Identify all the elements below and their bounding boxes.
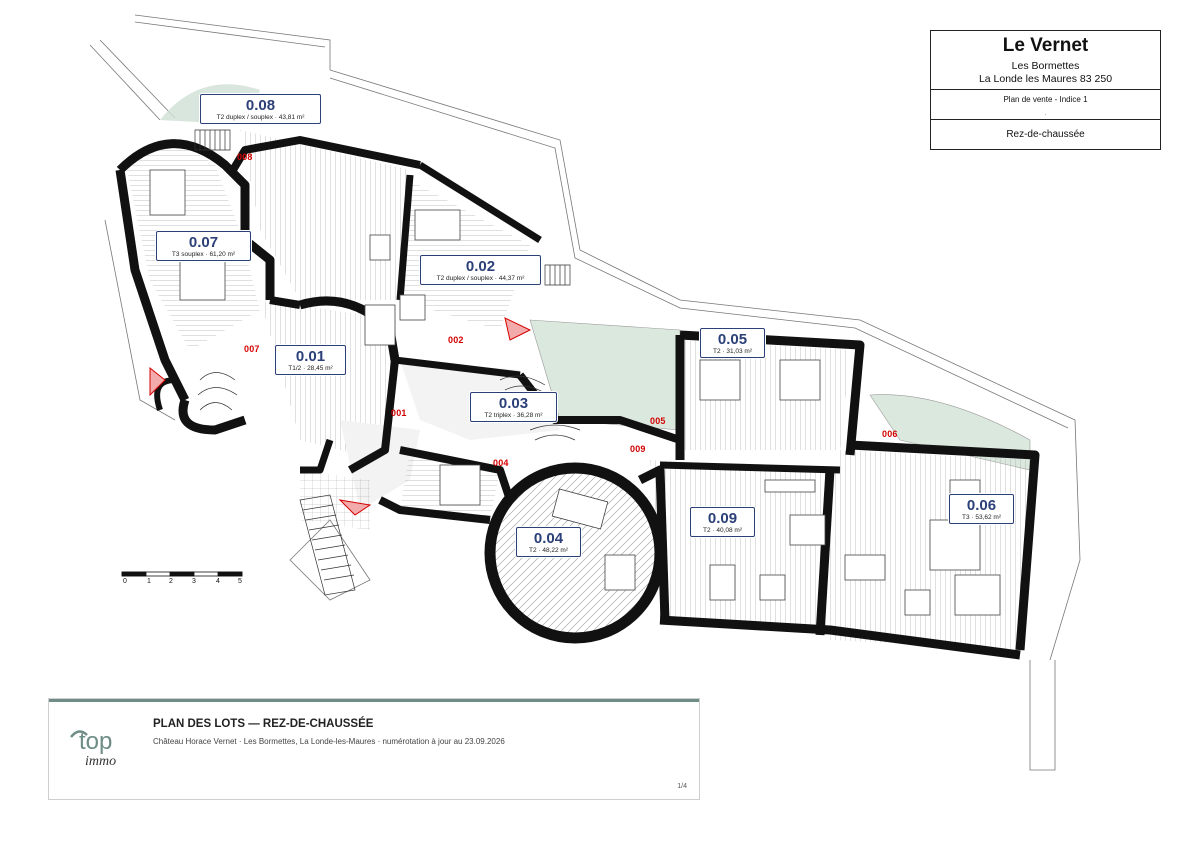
door-code-002: 002 bbox=[448, 335, 464, 345]
lot-label-0.01[interactable]: 0.01 T1/2 · 28,45 m² bbox=[275, 345, 346, 375]
lot-description: T2 duplex / souplex · 44,37 m² bbox=[436, 275, 525, 282]
lot-label-0.07[interactable]: 0.07 T3 souplex · 61,20 m² bbox=[156, 231, 251, 261]
lot-label-0.08[interactable]: 0.08 T2 duplex / souplex · 43,81 m² bbox=[200, 94, 321, 124]
lot-label-0.02[interactable]: 0.02 T2 duplex / souplex · 44,37 m² bbox=[420, 255, 541, 285]
logo-mark-icon: top immo bbox=[70, 728, 116, 769]
lot-description: T3 souplex · 61,20 m² bbox=[171, 251, 236, 258]
footer-accent-bar bbox=[49, 699, 699, 702]
lot-description: T3 · 53,62 m² bbox=[961, 514, 1001, 521]
lot-description: T2 triplex · 36,28 m² bbox=[484, 412, 543, 419]
door-code-001: 001 bbox=[391, 408, 407, 418]
lot-number: 0.09 bbox=[707, 510, 738, 527]
scale-labels: 0 1 2 3 4 5 bbox=[120, 570, 250, 590]
scale-tick-label: 1 bbox=[147, 578, 151, 585]
lot-number: 0.08 bbox=[245, 97, 276, 114]
lot-number: 0.04 bbox=[533, 530, 564, 547]
project-address: La Londe les Maures 83 250 bbox=[978, 73, 1113, 85]
level-label: Rez-de-chaussée bbox=[1006, 129, 1085, 140]
site-outline bbox=[89, 14, 1081, 771]
scale-tick-label: 4 bbox=[216, 578, 220, 585]
footer-subtitle: Château Horace Vernet · Les Bormettes, L… bbox=[153, 737, 505, 746]
door-code-007: 007 bbox=[244, 344, 260, 354]
lot-description: T2 · 48,22 m² bbox=[528, 547, 568, 554]
lot-label-0.09[interactable]: 0.09 T2 · 40,08 m² bbox=[690, 507, 755, 537]
door-code-008: 008 bbox=[237, 152, 253, 162]
lot-number: 0.06 bbox=[966, 497, 997, 514]
logo-top-text: top bbox=[79, 728, 112, 755]
divider bbox=[931, 89, 1160, 90]
lot-label-0.04[interactable]: 0.04 T2 · 48,22 m² bbox=[516, 527, 581, 557]
footer-title: PLAN DES LOTS — REZ-DE-CHAUSSÉE bbox=[153, 718, 374, 730]
lot-description: T2 · 40,08 m² bbox=[702, 527, 742, 534]
lot-label-0.06[interactable]: 0.06 T3 · 53,62 m² bbox=[949, 494, 1014, 524]
lot-number: 0.02 bbox=[465, 258, 496, 275]
logo-bottom-text: immo bbox=[85, 754, 116, 769]
door-code-009: 009 bbox=[630, 444, 646, 454]
title-block: Le Vernet Les Bormettes La Londe les Mau… bbox=[930, 30, 1161, 150]
page-number: 1/4 bbox=[677, 783, 687, 790]
scale-tick-label: 0 bbox=[123, 578, 127, 585]
lot-number: 0.05 bbox=[717, 331, 748, 348]
lot-description: T1/2 · 28,45 m² bbox=[288, 365, 333, 372]
plan-label: Plan de vente - Indice 1 bbox=[1003, 95, 1088, 104]
scale-tick-label: 2 bbox=[169, 578, 173, 585]
lot-number: 0.03 bbox=[498, 395, 529, 412]
footer-panel: top immo PLAN DES LOTS — REZ-DE-CHAUSSÉE… bbox=[48, 698, 700, 800]
lot-label-0.05[interactable]: 0.05 T2 · 31,03 m² bbox=[700, 328, 765, 358]
lot-description: T2 · 31,03 m² bbox=[712, 348, 752, 355]
lot-number: 0.01 bbox=[295, 348, 326, 365]
lot-label-0.03[interactable]: 0.03 T2 triplex · 36,28 m² bbox=[470, 392, 557, 422]
project-subtitle: Les Bormettes bbox=[1011, 60, 1080, 72]
scale-tick-label: 3 bbox=[192, 578, 196, 585]
door-code-006: 006 bbox=[882, 429, 898, 439]
topimmo-logo: top immo bbox=[61, 709, 151, 769]
door-code-004: 004 bbox=[493, 458, 509, 468]
stairs bbox=[194, 129, 581, 596]
scale-bar bbox=[121, 571, 243, 577]
furniture bbox=[149, 169, 1001, 616]
plan-dot: . bbox=[1044, 111, 1047, 117]
lot-description: T2 duplex / souplex · 43,81 m² bbox=[216, 114, 305, 121]
scale-tick-label: 5 bbox=[238, 578, 242, 585]
project-title: Le Vernet bbox=[1002, 35, 1089, 56]
divider bbox=[931, 119, 1160, 120]
door-code-005: 005 bbox=[650, 416, 666, 426]
lot-number: 0.07 bbox=[188, 234, 219, 251]
entry-markers bbox=[149, 317, 532, 516]
